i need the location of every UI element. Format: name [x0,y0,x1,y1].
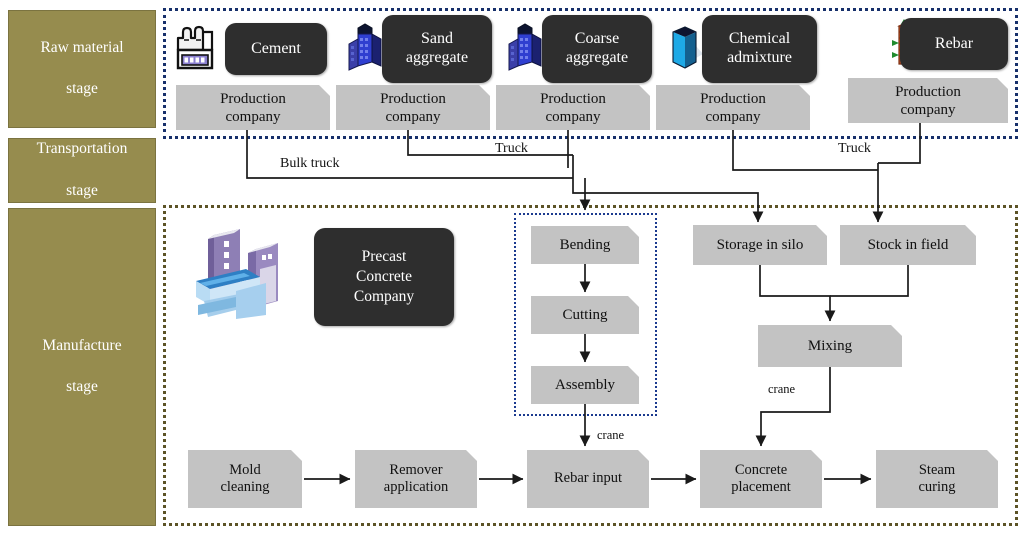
process-box-stock-in-field[interactable]: Stock in field [840,225,976,265]
precast-concrete-company-box[interactable]: Precast Concrete Company [314,228,454,326]
stage-label-line1: Raw material [40,38,124,56]
material-box-chemical-admixture[interactable]: Chemical admixture [702,15,817,83]
material-box-rebar[interactable]: Rebar [900,18,1008,70]
supplier-label: Production company [540,90,606,125]
factory-icon [172,20,218,74]
process-box-concrete-placement[interactable]: Concrete placement [700,450,822,508]
edge-label-crane-rebar: crane [597,428,625,442]
edge-label-truck-mid: Truck [495,141,528,156]
stage-bar-raw-material-label: Raw material stage [28,38,135,101]
process-label: Bending [559,237,611,253]
process-label: Storage in silo [716,237,804,253]
stage-label-line2: stage [66,80,98,98]
supplier-box-rebar[interactable]: Production company [848,78,1008,123]
material-label: Sand aggregate [405,30,469,66]
material-box-sand-aggregate[interactable]: Sand aggregate [382,15,492,83]
blue-buildings-icon [505,22,545,72]
raw-material-container [163,8,1018,139]
stage-bar-manufacture: Manufacture stage [8,208,156,526]
cyan-prism-icon [665,22,705,72]
process-label: Rebar input [553,470,623,487]
process-label: Mixing [807,338,853,354]
process-label: Assembly [555,377,615,393]
edge-label-crane-mixing: crane [768,382,796,396]
process-box-storage-in-silo[interactable]: Storage in silo [693,225,827,265]
supplier-box-chemical-admixture[interactable]: Production company [656,85,810,130]
stage-label-line2: stage [66,378,98,396]
edge-label-bulk-truck: Bulk truck [280,156,340,171]
stage-label-line1: Transportation [36,140,128,158]
precast-plant-icon [178,225,303,320]
stage-label-line2: stage [66,181,98,199]
process-box-cutting[interactable]: Cutting [531,296,639,334]
material-label: Chemical admixture [727,30,792,66]
process-box-mixing[interactable]: Mixing [758,325,902,367]
material-label: Rebar [934,34,974,52]
process-box-mold-cleaning[interactable]: Mold cleaning [188,450,302,508]
process-box-remover-application[interactable]: Remover application [355,450,477,508]
process-label: Steam curing [918,461,956,495]
company-label: Precast Concrete Company [353,247,415,306]
supplier-box-cement[interactable]: Production company [176,85,330,130]
process-box-steam-curing[interactable]: Steam curing [876,450,998,508]
supplier-box-coarse-aggregate[interactable]: Production company [496,85,650,130]
stage-bar-raw-material: Raw material stage [8,10,156,128]
stage-bar-transportation: Transportation stage [8,138,156,203]
material-box-cement[interactable]: Cement [225,23,327,75]
blue-buildings-icon [345,22,385,72]
supplier-label: Production company [380,90,446,125]
process-box-assembly[interactable]: Assembly [531,366,639,404]
process-label: Mold cleaning [220,461,270,495]
stage-label-line1: Manufacture [42,336,122,354]
material-label: Cement [251,39,301,57]
process-label: Remover application [383,461,449,495]
process-label: Cutting [562,307,608,323]
stage-bar-transportation-label: Transportation stage [25,139,140,202]
stage-bar-manufacture-label: Manufacture stage [30,336,133,399]
material-box-coarse-aggregate[interactable]: Coarse aggregate [542,15,652,83]
process-box-bending[interactable]: Bending [531,226,639,264]
supplier-label: Production company [895,83,961,118]
process-label: Concrete placement [731,461,791,495]
supplier-label: Production company [700,90,766,125]
process-box-rebar-input[interactable]: Rebar input [527,450,649,508]
supplier-box-sand-aggregate[interactable]: Production company [336,85,490,130]
material-label: Coarse aggregate [565,30,629,66]
process-label: Stock in field [867,237,949,253]
edge-label-truck-right: Truck [838,141,871,156]
supplier-label: Production company [220,90,286,125]
